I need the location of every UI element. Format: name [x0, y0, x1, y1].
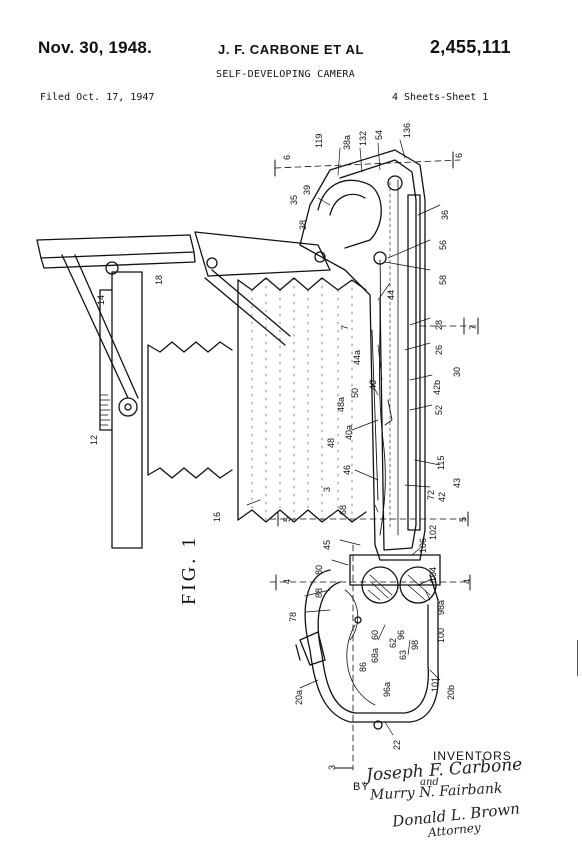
filed-date: Filed Oct. 17, 1947	[40, 92, 155, 103]
ref-44a: 44a	[352, 350, 362, 365]
ref-48: 48	[326, 438, 336, 448]
ref-96a: 96a	[382, 682, 392, 697]
camera-drawing: 136 54 132 38a 119 6 39 35 38 36 56 58 1…	[36, 123, 481, 771]
ref-20a: 20a	[294, 690, 304, 705]
bellows-small	[147, 341, 233, 479]
ref-40a: 40a	[344, 425, 354, 440]
ref-98a: 98a	[436, 600, 446, 615]
ref-63: 63	[398, 650, 408, 660]
section-lines	[269, 159, 481, 771]
ref-45: 45	[322, 540, 332, 550]
ref-78: 78	[288, 612, 298, 622]
ref-68: 68	[338, 505, 348, 515]
ref-18: 18	[154, 275, 164, 285]
ref-62: 62	[388, 638, 398, 648]
inventors-label: INVENTORS	[433, 749, 512, 763]
ref-52: 52	[434, 405, 444, 415]
ref-58: 58	[438, 275, 448, 285]
ref-80: 80	[314, 565, 324, 575]
ref-44: 44	[386, 290, 396, 300]
signature-and: and	[420, 777, 439, 788]
reference-labels: 136 54 132 38a 119 6 39 35 38 36 56 58 1…	[89, 123, 478, 770]
figure-label: FIG. 1	[178, 534, 200, 605]
ref-43: 43	[452, 478, 462, 488]
ref-106: 106	[418, 538, 428, 553]
ref-30: 30	[452, 367, 462, 377]
ref-16: 16	[212, 512, 222, 522]
ref-20b: 20b	[446, 685, 456, 700]
patent-date: Nov. 30, 1948.	[38, 38, 152, 57]
ref-98: 98	[410, 640, 420, 650]
ref-7-right: 7	[468, 325, 478, 330]
inventor-name: J. F. CARBONE ET AL	[218, 42, 364, 57]
ref-119: 119	[314, 134, 324, 148]
ref-86: 86	[358, 662, 368, 672]
ref-3-bottom: 3	[327, 765, 337, 770]
ref-56: 56	[438, 240, 448, 250]
support-struts	[61, 254, 291, 417]
ref-12: 12	[89, 435, 99, 445]
section-arrows	[274, 151, 479, 769]
ref-72: 72	[426, 490, 436, 500]
ref-6-right: 6	[454, 153, 464, 158]
ref-5-right: 5	[458, 517, 468, 522]
camera-housing	[299, 149, 426, 561]
ref-115: 115	[436, 456, 446, 470]
ref-46: 46	[342, 465, 352, 475]
ref-96: 96	[396, 630, 406, 640]
margin-mark	[577, 640, 578, 676]
sheet-count: 4 Sheets-Sheet 1	[392, 92, 489, 103]
ref-40: 40	[368, 380, 378, 390]
ref-42b: 42b	[432, 380, 442, 395]
bellows-large	[237, 277, 367, 523]
ref-100: 100	[436, 628, 446, 643]
leader-lines	[246, 139, 441, 736]
ref-132: 132	[358, 131, 368, 146]
ref-104: 104	[428, 567, 438, 582]
ref-35: 35	[289, 195, 299, 205]
processing-rollers	[349, 554, 441, 604]
ref-36: 36	[440, 210, 450, 220]
ref-68a: 68a	[370, 648, 380, 663]
ref-88: 88	[314, 588, 324, 598]
ref-38a: 38a	[342, 135, 352, 150]
ref-7-left: 7	[340, 325, 350, 330]
ref-38: 38	[298, 220, 308, 230]
ref-14: 14	[96, 295, 106, 305]
ref-4-right: 4	[462, 579, 472, 584]
developer-pod-housing	[304, 569, 439, 730]
ref-136: 136	[402, 123, 412, 138]
ref-5-left: 5	[282, 517, 292, 522]
by-label: BY	[353, 781, 370, 793]
ref-101: 101	[430, 677, 440, 692]
ref-6-left: 6	[282, 155, 292, 160]
ref-48a: 48a	[336, 397, 346, 412]
ref-3: 3	[322, 487, 332, 492]
patent-number: 2,455,111	[430, 37, 511, 57]
front-board	[36, 234, 196, 549]
ref-50: 50	[350, 388, 360, 398]
ref-39: 39	[302, 185, 312, 195]
clip-78	[295, 631, 326, 666]
ref-60: 60	[370, 630, 380, 640]
ref-102: 102	[428, 525, 438, 540]
ref-22: 22	[392, 740, 402, 750]
ref-54: 54	[374, 130, 384, 140]
ref-26: 26	[434, 345, 444, 355]
ref-42: 42	[437, 492, 447, 502]
focus-scale	[99, 394, 111, 426]
roll-chamber	[317, 175, 403, 265]
ref-4-left: 4	[282, 579, 292, 584]
upper-arm	[194, 231, 331, 277]
film-path	[371, 259, 393, 536]
patent-title: SELF-DEVELOPING CAMERA	[216, 69, 356, 80]
ref-28: 28	[434, 320, 444, 330]
